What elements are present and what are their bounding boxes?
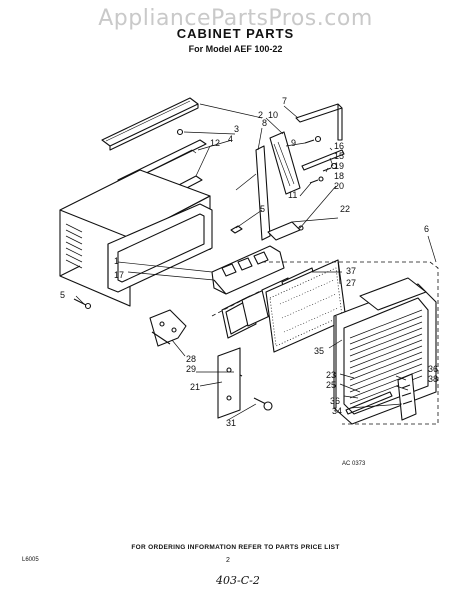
ordering-note: FOR ORDERING INFORMATION REFER TO PARTS … — [131, 544, 340, 551]
callout-15: 15 — [334, 151, 344, 161]
control-bracket — [211, 221, 301, 295]
document-code: L6005 — [22, 557, 39, 563]
front-assembly-boundary — [211, 261, 439, 425]
watermark: AppliancePartsPros.com — [98, 6, 373, 31]
callout-5-lower: 5 — [60, 290, 65, 300]
callout-20: 20 — [334, 181, 344, 191]
callout-33: 34 — [332, 406, 342, 416]
mount-bracket — [149, 309, 187, 347]
callout-9: 9 — [291, 138, 296, 148]
callout-38: 38 — [428, 374, 438, 384]
callout-16: 16 — [334, 141, 344, 151]
cabinet-shell — [59, 169, 213, 307]
leader-lines — [75, 103, 437, 421]
diagram-title: CABINET PARTS — [176, 26, 295, 41]
callout-28: 28 — [186, 354, 196, 364]
callout-2: 2 — [258, 110, 263, 120]
callout-3: 3 — [234, 124, 239, 134]
callout-23: 23 — [326, 370, 336, 380]
callout-5-upper: 5 — [260, 204, 265, 214]
callout-34: 35 — [314, 346, 324, 356]
callout-35: 36 — [428, 364, 438, 374]
callout-31: 31 — [226, 418, 236, 428]
callout-numbers: 2 10 7 3 4 12 8 9 16 15 19 18 20 11 5 22… — [60, 96, 438, 428]
callout-17: 17 — [114, 270, 124, 280]
door-parts — [345, 373, 417, 421]
callout-18: 18 — [334, 171, 344, 181]
callout-29: 29 — [186, 364, 196, 374]
callout-7: 7 — [282, 96, 287, 106]
callout-6: 6 — [424, 224, 429, 234]
callout-19: 19 — [334, 161, 344, 171]
top-rail-part — [101, 97, 199, 151]
lower-bracket — [217, 347, 241, 419]
handwritten-note: 403-C-2 — [216, 574, 260, 587]
callout-22: 22 — [340, 204, 350, 214]
callout-21: 21 — [190, 382, 200, 392]
callout-10: 11 — [288, 190, 297, 200]
front-grille — [333, 277, 437, 425]
callout-8: 8 — [262, 118, 267, 128]
callout-25: 25 — [326, 380, 336, 390]
callout-4: 4 — [228, 134, 233, 144]
drawing-code: AC 0373 — [342, 461, 366, 467]
model-subtitle: For Model AEF 100-22 — [188, 44, 283, 54]
side-bracket-parts — [255, 103, 345, 241]
page-number: 2 — [226, 557, 230, 564]
callout-12: 12 — [210, 138, 220, 148]
callout-11: 10 — [268, 110, 278, 120]
callout-27: 27 — [346, 278, 356, 288]
callout-36: 36 — [330, 396, 340, 406]
callout-37: 37 — [346, 266, 356, 276]
callout-1: 1 — [114, 256, 119, 266]
